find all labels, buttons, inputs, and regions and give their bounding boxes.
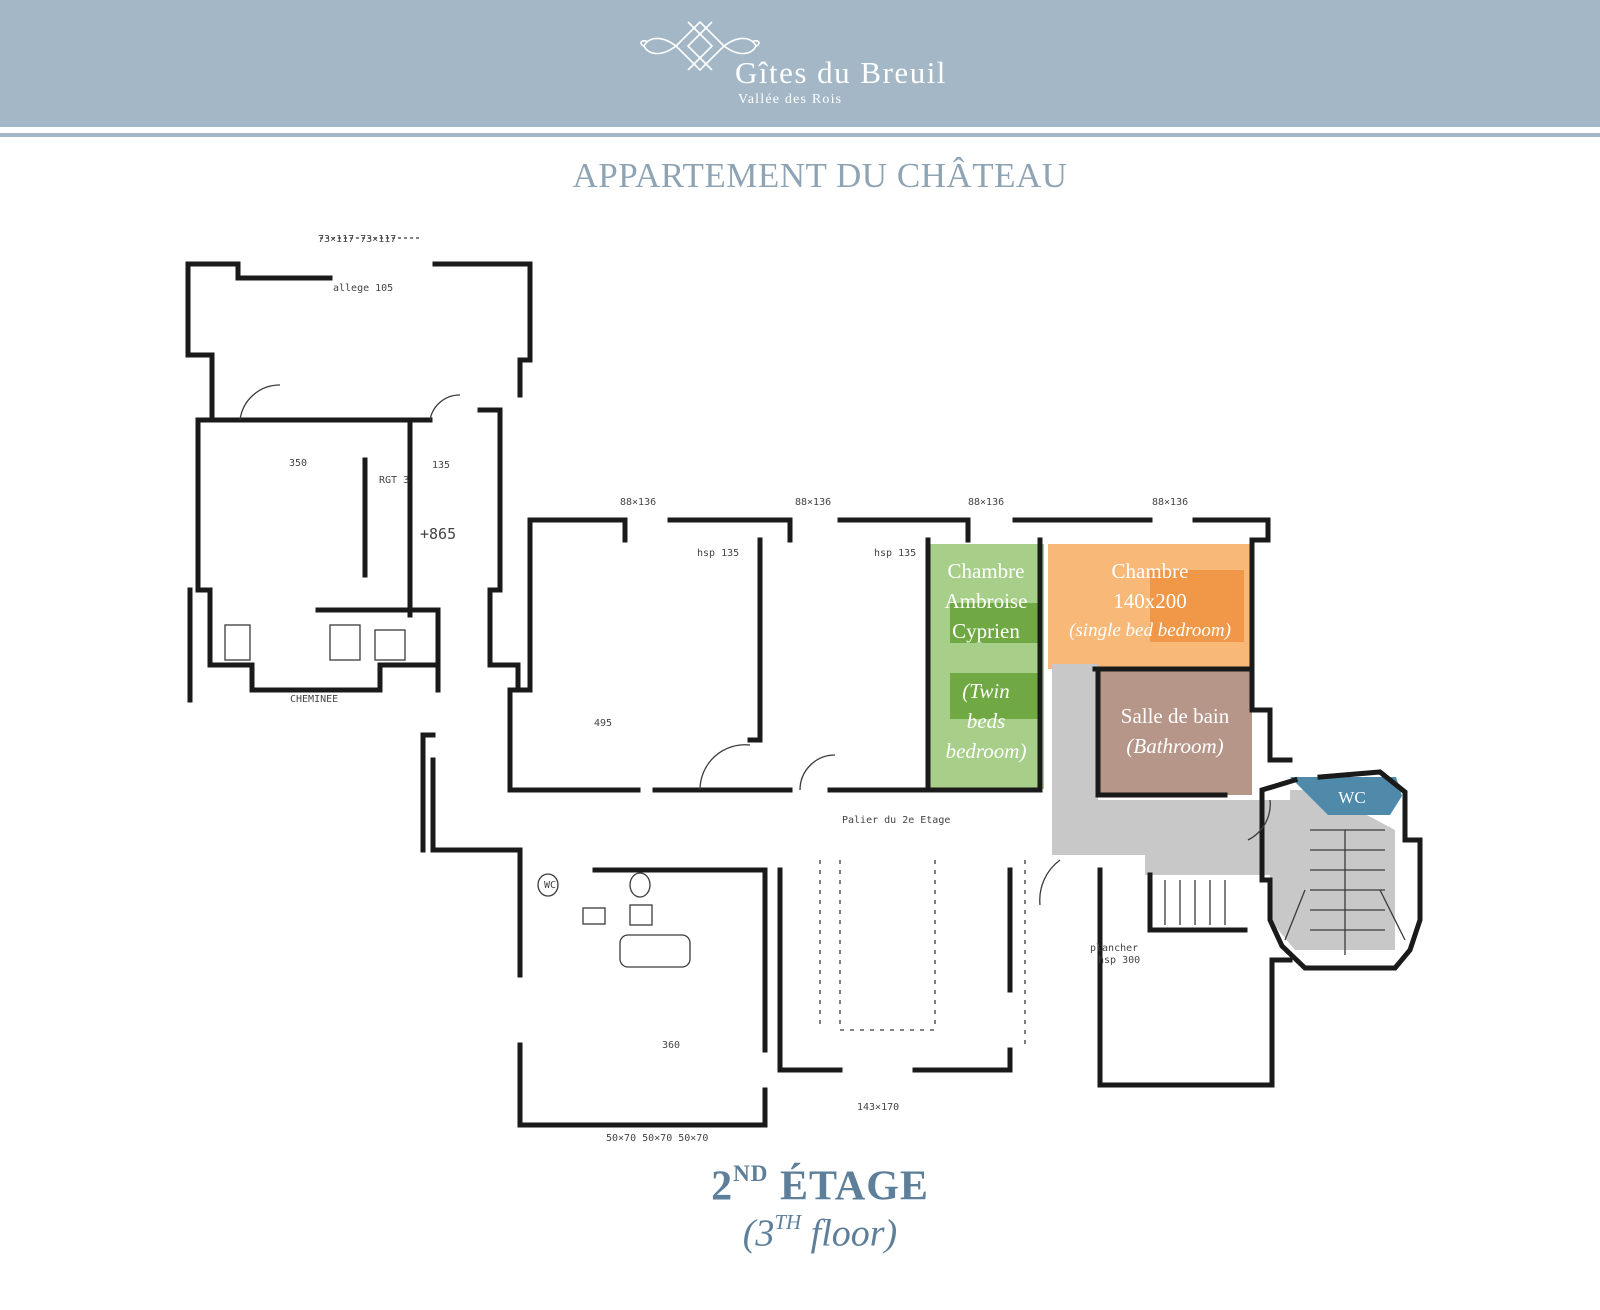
room-fill-ambroise-accent-2: [950, 673, 1038, 719]
brand-name[interactable]: Gîtes du Breuil: [735, 55, 947, 90]
wall-nw-wing: [185, 261, 533, 693]
door-arc-2: [429, 394, 461, 421]
wall-nw-divider: [315, 417, 441, 693]
stair-treads: [1164, 880, 1226, 925]
room-wc-line1: WC: [1338, 788, 1366, 807]
room-fill-bathroom: [1098, 669, 1252, 795]
bathtub-fixture: [619, 934, 691, 968]
wall-south-left: [420, 732, 523, 853]
wall-spine-5: [1037, 517, 1293, 763]
page-title: APPARTEMENT DU CHÂTEAU: [572, 156, 1068, 195]
door-arc-1: [239, 384, 281, 421]
floor-word: ÉTAGE: [768, 1163, 929, 1210]
cabinet-fixture: [224, 624, 251, 661]
wall-south-block: [517, 847, 768, 1128]
note-dim-88-2: 88×136: [795, 497, 832, 508]
room-ambroise-en1: (Twin: [962, 679, 1010, 703]
room-ambroise-line3: Cyprien: [952, 619, 1020, 643]
room-bathroom-line1: Salle de bain: [1120, 704, 1230, 728]
door-arc-3: [699, 744, 751, 791]
room-chambre-140-line2: 140x200: [1113, 589, 1187, 613]
note-dim-350: 350: [289, 458, 308, 469]
note-hsp-1: hsp 135: [697, 548, 740, 559]
wall-south-right: [1097, 867, 1293, 1088]
room-ambroise-line1: Chambre: [947, 559, 1025, 583]
room-fill-ambroise-accent: [950, 603, 1038, 643]
note-dim-88-1: 88×136: [620, 497, 657, 508]
note-dim-495: 495: [594, 718, 613, 729]
door-arc-5: [1247, 799, 1271, 841]
room-chambre-140-en1: (single bed bedroom): [1069, 620, 1231, 641]
note-wc-small: WC: [544, 880, 557, 891]
note-dim-88-4: 88×136: [1152, 497, 1189, 508]
floor-sub-suffix: TH: [774, 1210, 802, 1234]
room-fill-ambroise: [928, 544, 1044, 789]
note-palier: Palier du 2e Etage: [842, 815, 951, 826]
floor-number: 2: [711, 1163, 734, 1210]
room-ambroise-en3: bedroom): [945, 739, 1027, 763]
door-arc-6: [1039, 859, 1061, 906]
room-chambre-140-line1: Chambre: [1111, 559, 1189, 583]
note-dim-top: 73×117 73×117: [318, 234, 397, 245]
note-dim-135: 135: [432, 460, 451, 471]
floor-sub-number: (3: [742, 1212, 775, 1255]
crest-icon: [640, 20, 760, 72]
room-fill-wc: [1290, 777, 1402, 815]
note-dim-360: 360: [662, 1040, 681, 1051]
note-hsp-2: hsp 135: [874, 548, 917, 559]
spiral-stair: [1284, 829, 1406, 955]
wall-bath: [1092, 666, 1255, 798]
room-ambroise[interactable]: Chambre Ambroise Cyprien (Twin beds bedr…: [926, 556, 1046, 766]
sink-fixture-2: [582, 907, 606, 925]
room-chambre-140[interactable]: Chambre 140x200 (single bed bedroom): [1048, 556, 1252, 646]
note-rgt: RGT 3: [379, 475, 410, 486]
note-dim-143: 143×170: [857, 1102, 900, 1113]
header-banner: [0, 0, 1600, 127]
note-cheminee: CHEMINEE: [290, 694, 339, 705]
cabinet-fixture-2: [329, 624, 361, 661]
sink-fixture: [629, 904, 653, 926]
wall-spine-4: [925, 517, 1043, 793]
wall-stair-tower: [1259, 769, 1423, 971]
note-hsp-3: hsp 300: [1098, 955, 1141, 966]
note-dim-bottom: 50×70 50×70 50×70: [606, 1133, 709, 1144]
brand-subtitle: Vallée des Rois: [738, 92, 843, 107]
header-divider: [0, 133, 1600, 137]
room-bathroom-en1: (Bathroom): [1126, 734, 1224, 758]
note-height: +865: [420, 525, 457, 543]
room-bathroom[interactable]: Salle de bain (Bathroom): [1098, 701, 1252, 761]
wall-south-mid: [777, 867, 1013, 1073]
note-allege: allege 105: [333, 283, 394, 294]
room-fill-corridor: [1052, 664, 1395, 950]
floor-number-suffix: ND: [733, 1160, 769, 1186]
note-plancher: plancher: [1090, 943, 1139, 954]
wall-spine-left: [477, 407, 641, 793]
floor-sub-word: floor): [801, 1212, 898, 1255]
cabinet-fixture-3: [374, 629, 406, 661]
toilet-fixture-2: [537, 873, 559, 897]
door-arc-4: [799, 754, 836, 791]
room-ambroise-line2: Ambroise: [944, 589, 1028, 613]
wall-nw-inner: [187, 417, 433, 703]
toilet-fixture: [629, 872, 651, 898]
room-fill-chambre-140-accent: [1150, 570, 1244, 642]
floor-title: 2ND ÉTAGE: [0, 1160, 1600, 1210]
note-dim-88-3: 88×136: [968, 497, 1005, 508]
wall-spine-3: [827, 517, 1043, 793]
room-wc[interactable]: WC: [1312, 783, 1392, 813]
wall-spine-2: [652, 517, 793, 793]
room-ambroise-en2: beds: [966, 709, 1006, 733]
floor-subtitle: (3TH floor): [0, 1210, 1600, 1256]
